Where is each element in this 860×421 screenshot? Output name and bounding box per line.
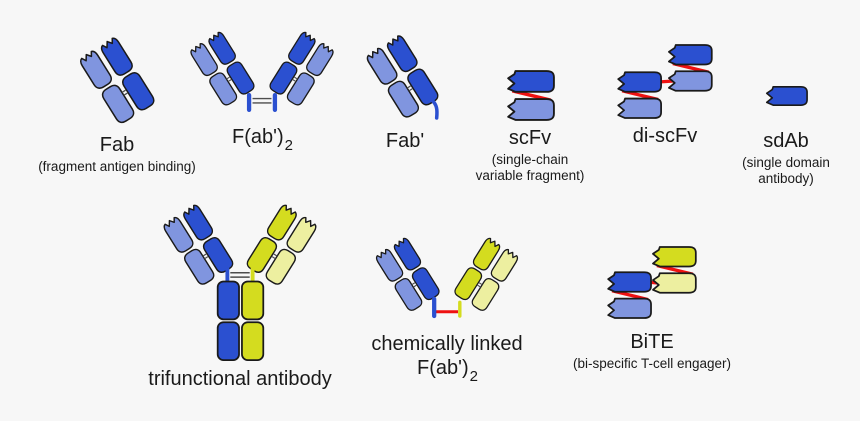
trifunctional-structure (133, 198, 347, 361)
bite-note: (bi-specific T-cell engager) (572, 356, 732, 371)
chem-fab2-item: chemically linked F(ab')2 (352, 234, 542, 385)
fab-prime-structure (353, 30, 457, 125)
fab2-structure (180, 28, 344, 112)
bite-label: BiTE (630, 331, 674, 353)
sdab-label: sdAb (763, 130, 809, 152)
fc-stem-yellow (241, 280, 265, 361)
fab-note: (fragment antigen binding) (38, 159, 196, 174)
fab-prime-label: Fab' (385, 130, 425, 152)
fab2-item: F(ab')2 (177, 28, 347, 154)
fab2-subscript: 2 (284, 137, 293, 154)
di-scfv-structure (615, 44, 715, 120)
fab2-label: F(ab')2 (232, 126, 293, 154)
sdab-item: sdAb (single domain antibody) (730, 85, 842, 187)
fab-item: Fab (fragment antigen binding) (27, 32, 207, 175)
trifunctional-label: trifunctional antibody (148, 368, 332, 390)
scfv-label: scFv (508, 127, 552, 149)
hinge-disulfide-lines (230, 271, 250, 278)
sdab-structure (765, 86, 808, 106)
di-scfv-item: di-scFv (603, 44, 727, 147)
chem-fab2-pre-label: chemically linked (371, 333, 523, 355)
sdab-note: (single domain antibody) (742, 155, 830, 187)
scfv-structure (505, 70, 555, 122)
scfv-note: (single-chain variable fragment) (475, 152, 585, 184)
di-scfv-label: di-scFv (632, 125, 698, 147)
fc-stem-blue (216, 280, 240, 361)
hinge-tail (430, 98, 439, 120)
hinge-stubs (246, 93, 278, 112)
chem-fab2-label: F(ab')2 (417, 357, 478, 385)
fab-structure (64, 32, 170, 129)
chem-fab2-structure (365, 234, 529, 319)
bite-structure (604, 246, 700, 320)
bite-item: BiTE (bi-specific T-cell engager) (552, 246, 752, 372)
hinge-disulfide-lines (252, 97, 272, 104)
scfv-item: scFv (single-chain variable fragment) (465, 70, 595, 184)
fab-label: Fab (99, 134, 135, 156)
chem-fab2-subscript: 2 (469, 368, 478, 385)
fab-prime-item: Fab' (350, 30, 460, 152)
trifunctional-item: trifunctional antibody (125, 198, 355, 390)
single-domain (765, 86, 808, 106)
